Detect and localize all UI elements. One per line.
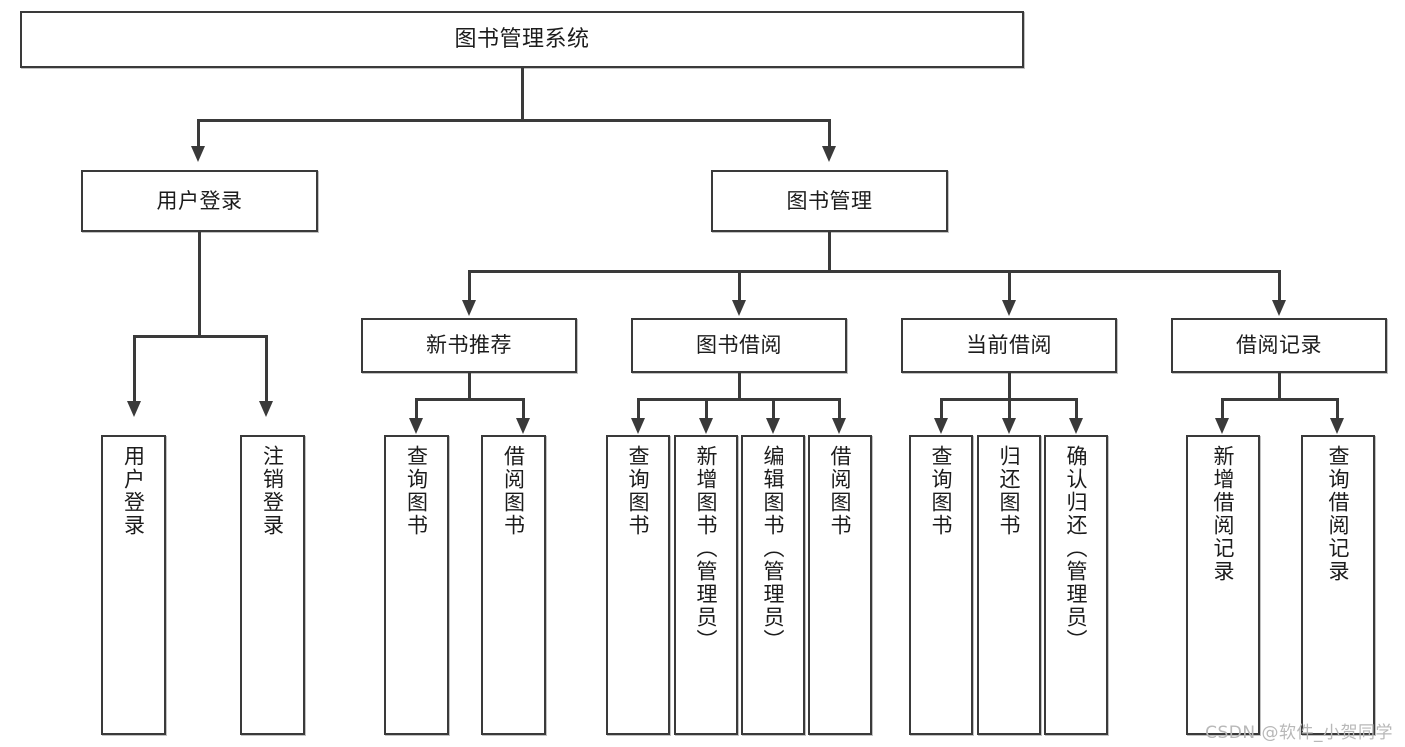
connector-borrow-record-drop-1 bbox=[1221, 398, 1224, 420]
node-borrow-record[interactable]: 借阅记录 bbox=[1171, 318, 1387, 373]
leaf-query-book-borrow[interactable]: 查询图书 bbox=[606, 435, 670, 735]
node-label: 确认归还（管理员） bbox=[1064, 445, 1089, 652]
leaf-logout[interactable]: 注销登录 bbox=[240, 435, 305, 735]
connector-level2-drop-1 bbox=[468, 270, 471, 302]
leaf-query-borrow-record[interactable]: 查询借阅记录 bbox=[1301, 435, 1375, 735]
node-label: 当前借阅 bbox=[966, 333, 1052, 358]
leaf-edit-book-admin[interactable]: 编辑图书（管理员） bbox=[741, 435, 805, 735]
connector-level2-drop-4 bbox=[1278, 270, 1281, 302]
connector-book-borrow-drop-2 bbox=[705, 398, 708, 420]
node-label: 图书借阅 bbox=[696, 333, 782, 358]
leaf-user-login[interactable]: 用户登录 bbox=[101, 435, 166, 735]
leaf-return-book[interactable]: 归还图书 bbox=[977, 435, 1041, 735]
connector-borrow-record-stem bbox=[1278, 373, 1281, 401]
connector-current-borrow-drop-1 bbox=[940, 398, 943, 420]
arrowhead-current-borrow-1 bbox=[934, 418, 948, 434]
arrowhead-level1-left bbox=[191, 146, 205, 162]
arrowhead-user-login-1 bbox=[127, 401, 141, 417]
connector-user-login-stem bbox=[198, 232, 201, 337]
arrowhead-book-borrow-1 bbox=[631, 418, 645, 434]
connector-level2-bus bbox=[468, 270, 1281, 273]
connector-level1-bus bbox=[197, 119, 831, 122]
connector-book-borrow-drop-4 bbox=[838, 398, 841, 420]
connector-level1-drop-right bbox=[828, 119, 831, 148]
connector-book-borrow-drop-1 bbox=[637, 398, 640, 420]
node-label: 新增图书（管理员） bbox=[694, 445, 719, 652]
node-label: 新书推荐 bbox=[426, 333, 512, 358]
arrowhead-user-login-2 bbox=[259, 401, 273, 417]
leaf-add-borrow-record[interactable]: 新增借阅记录 bbox=[1186, 435, 1260, 735]
node-label: 借阅记录 bbox=[1236, 333, 1322, 358]
arrowhead-new-book-2 bbox=[516, 418, 530, 434]
connector-current-borrow-drop-2 bbox=[1008, 398, 1011, 420]
arrowhead-book-borrow-2 bbox=[699, 418, 713, 434]
arrowhead-book-borrow-4 bbox=[832, 418, 846, 434]
connector-book-borrow-bus bbox=[637, 398, 841, 401]
arrowhead-current-borrow-3 bbox=[1069, 418, 1083, 434]
arrowhead-current-borrow-2 bbox=[1002, 418, 1016, 434]
node-label: 查询图书 bbox=[404, 445, 429, 537]
leaf-query-book-current[interactable]: 查询图书 bbox=[909, 435, 973, 735]
connector-new-book-stem bbox=[468, 373, 471, 401]
arrowhead-level2-1 bbox=[462, 300, 476, 316]
connector-current-borrow-stem bbox=[1008, 373, 1011, 401]
node-label: 借阅图书 bbox=[501, 445, 526, 537]
connector-user-login-drop-2 bbox=[265, 335, 268, 403]
arrowhead-new-book-1 bbox=[409, 418, 423, 434]
connector-borrow-record-bus bbox=[1221, 398, 1339, 401]
connector-root-stem bbox=[521, 68, 524, 121]
node-current-borrow[interactable]: 当前借阅 bbox=[901, 318, 1117, 373]
arrowhead-level2-3 bbox=[1002, 300, 1016, 316]
node-label: 归还图书 bbox=[997, 445, 1022, 537]
leaf-borrow-book[interactable]: 借阅图书 bbox=[808, 435, 872, 735]
arrowhead-borrow-record-2 bbox=[1330, 418, 1344, 434]
arrowhead-book-borrow-3 bbox=[766, 418, 780, 434]
connector-level2-drop-2 bbox=[738, 270, 741, 302]
connector-borrow-record-drop-2 bbox=[1336, 398, 1339, 420]
node-label: 用户登录 bbox=[121, 445, 146, 537]
node-label: 图书管理系统 bbox=[454, 26, 590, 52]
node-new-book-recommend[interactable]: 新书推荐 bbox=[361, 318, 577, 373]
connector-user-login-drop-1 bbox=[133, 335, 136, 403]
connector-current-borrow-drop-3 bbox=[1075, 398, 1078, 420]
connector-new-book-bus bbox=[415, 398, 525, 401]
node-user-login[interactable]: 用户登录 bbox=[81, 170, 318, 232]
leaf-query-book-recommend[interactable]: 查询图书 bbox=[384, 435, 449, 735]
arrowhead-level2-4 bbox=[1272, 300, 1286, 316]
connector-book-borrow-drop-3 bbox=[772, 398, 775, 420]
node-label: 注销登录 bbox=[260, 445, 285, 537]
leaf-borrow-book-recommend[interactable]: 借阅图书 bbox=[481, 435, 546, 735]
node-book-management[interactable]: 图书管理 bbox=[711, 170, 948, 232]
node-label: 借阅图书 bbox=[828, 445, 853, 537]
node-label: 查询图书 bbox=[929, 445, 954, 537]
node-label: 新增借阅记录 bbox=[1211, 445, 1236, 583]
connector-user-login-bus bbox=[133, 335, 267, 338]
arrowhead-level1-right bbox=[822, 146, 836, 162]
connector-level1-drop-left bbox=[197, 119, 200, 148]
node-label: 用户登录 bbox=[156, 188, 243, 213]
arrowhead-level2-2 bbox=[732, 300, 746, 316]
node-root-system[interactable]: 图书管理系统 bbox=[20, 11, 1024, 68]
node-label: 查询借阅记录 bbox=[1326, 445, 1351, 583]
node-label: 编辑图书（管理员） bbox=[761, 445, 786, 652]
leaf-confirm-return-admin[interactable]: 确认归还（管理员） bbox=[1044, 435, 1108, 735]
connector-book-management-stem bbox=[828, 232, 831, 272]
connector-new-book-drop-2 bbox=[522, 398, 525, 420]
connector-level2-drop-3 bbox=[1008, 270, 1011, 302]
node-label: 图书管理 bbox=[786, 188, 873, 213]
arrowhead-borrow-record-1 bbox=[1215, 418, 1229, 434]
connector-new-book-drop-1 bbox=[415, 398, 418, 420]
connector-book-borrow-stem bbox=[738, 373, 741, 401]
node-book-borrow[interactable]: 图书借阅 bbox=[631, 318, 847, 373]
leaf-add-book-admin[interactable]: 新增图书（管理员） bbox=[674, 435, 738, 735]
node-label: 查询图书 bbox=[626, 445, 651, 537]
